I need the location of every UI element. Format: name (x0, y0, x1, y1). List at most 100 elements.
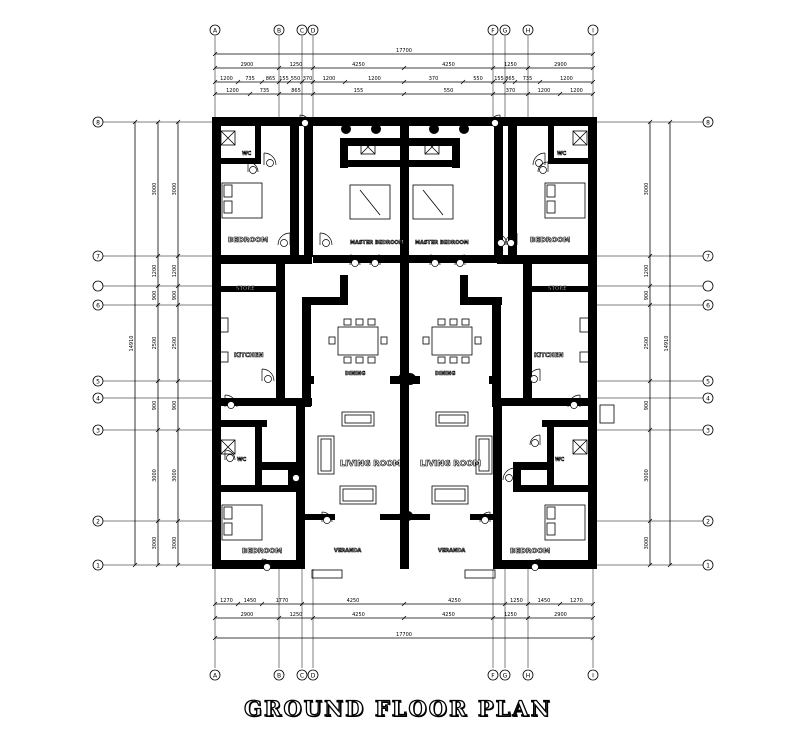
pillow (546, 506, 556, 520)
grid-bubble-right-label: 8 (706, 120, 710, 127)
sofa (339, 485, 377, 505)
grid-bubble-bottom (587, 669, 599, 681)
dimension-label: 2900 (554, 62, 567, 68)
dimension-label: 370 (303, 76, 313, 82)
grid-bubble-top (522, 24, 534, 36)
grid-bubble-top (296, 24, 308, 36)
grid-bubble-right (702, 375, 714, 387)
door-swing (261, 368, 275, 382)
dimension-label: 550 (473, 76, 483, 82)
grid-bubble-right (702, 424, 714, 436)
door-tag (371, 259, 379, 267)
door-tag (456, 259, 464, 267)
dimension-label: 155 (279, 76, 289, 82)
door-swing (494, 232, 508, 246)
door-tag (530, 375, 538, 383)
shower-tray (572, 439, 588, 455)
room-label-living-l: LIVING ROOM (340, 459, 401, 468)
room-label-kitchen-r: KITCHEN (534, 352, 564, 359)
grid-bubble-right (702, 280, 714, 292)
chair (449, 356, 458, 364)
door-swing (527, 368, 541, 382)
bed (544, 182, 586, 219)
grid-bubble-bottom-label: H (526, 673, 531, 680)
grid-bubble-top (209, 24, 221, 36)
dimension-label: 3000 (644, 537, 650, 550)
room-label-dining-r: DINING (435, 371, 455, 377)
chair (367, 356, 376, 364)
dimension-label: 3000 (152, 469, 158, 482)
grid-bubble-bottom (209, 669, 221, 681)
door-swing (567, 394, 581, 408)
sofa-cushion (320, 438, 332, 472)
door-tag (497, 239, 505, 247)
dimension-label: 2500 (644, 337, 650, 350)
sofa (475, 435, 493, 475)
fixtures (217, 130, 615, 579)
grid-bubble-bottom-label: C (300, 673, 304, 680)
sofa-cushion (478, 438, 490, 472)
door-tag (226, 454, 234, 462)
door-tag (570, 401, 578, 409)
door-swing (224, 449, 236, 461)
shower-tray (360, 139, 376, 155)
grid-bubble-bottom-label: G (503, 673, 508, 680)
shower-cross (220, 439, 236, 455)
pillow (223, 184, 233, 198)
dimension-label: 3000 (172, 183, 178, 196)
grid-bubble-left (92, 375, 104, 387)
dimension-label: 1250 (290, 612, 303, 618)
dimension-label: 1200 (152, 265, 158, 278)
grid-bubble-left (92, 299, 104, 311)
dimension-label: 900 (152, 401, 158, 411)
sofa (435, 411, 469, 427)
room-label-bedroom-br: BEDROOM (510, 547, 550, 555)
grid-bubble-left (92, 280, 104, 292)
door-swing (429, 254, 441, 266)
door-tag (323, 516, 331, 524)
dimension-label: 900 (172, 401, 178, 411)
shower-cross (220, 130, 236, 146)
sofa (341, 411, 375, 427)
door-swing (224, 394, 238, 408)
dimension-label: 3000 (644, 183, 650, 196)
shower-tray (424, 139, 440, 155)
chair (461, 318, 470, 326)
door-swing (261, 558, 273, 570)
grid-bubble-bottom (273, 669, 285, 681)
door-tag (539, 166, 547, 174)
pillow (546, 200, 556, 214)
door-tag (481, 516, 489, 524)
dimension-label: 1250 (290, 62, 303, 68)
door-tag (292, 474, 300, 482)
dimension-label: 1250 (510, 598, 523, 604)
dimension-label: 14910 (129, 336, 135, 352)
chair (474, 336, 482, 345)
room-label-master-l: MASTER BEDROOM (350, 240, 404, 246)
door-tag (264, 375, 272, 383)
door-swing (299, 114, 311, 126)
room-label-toilet-br: WC (555, 457, 565, 463)
dining-table (431, 326, 473, 356)
dimension-label: 1270 (220, 598, 233, 604)
dimension-label: 17700 (396, 48, 412, 54)
step (464, 569, 496, 579)
grid-bubble-left-label: 4 (96, 396, 100, 403)
bed (544, 504, 586, 541)
grid-bubble-bottom (499, 669, 511, 681)
dimension-label: 1200 (220, 76, 233, 82)
bed (221, 504, 263, 541)
grid-bubble-left (92, 116, 104, 128)
grid-bubble-right (702, 116, 714, 128)
grid-bubble-bottom-label: I (592, 673, 594, 680)
room-label-bedroom-tr: BEDROOM (530, 236, 570, 244)
walls (212, 117, 597, 569)
dimension-label: 4250 (442, 612, 455, 618)
grid-bubble-right-label: 3 (706, 428, 710, 435)
grid-bubble-top-label: H (526, 28, 531, 35)
dimension-label: 900 (644, 291, 650, 301)
chair (328, 336, 336, 345)
